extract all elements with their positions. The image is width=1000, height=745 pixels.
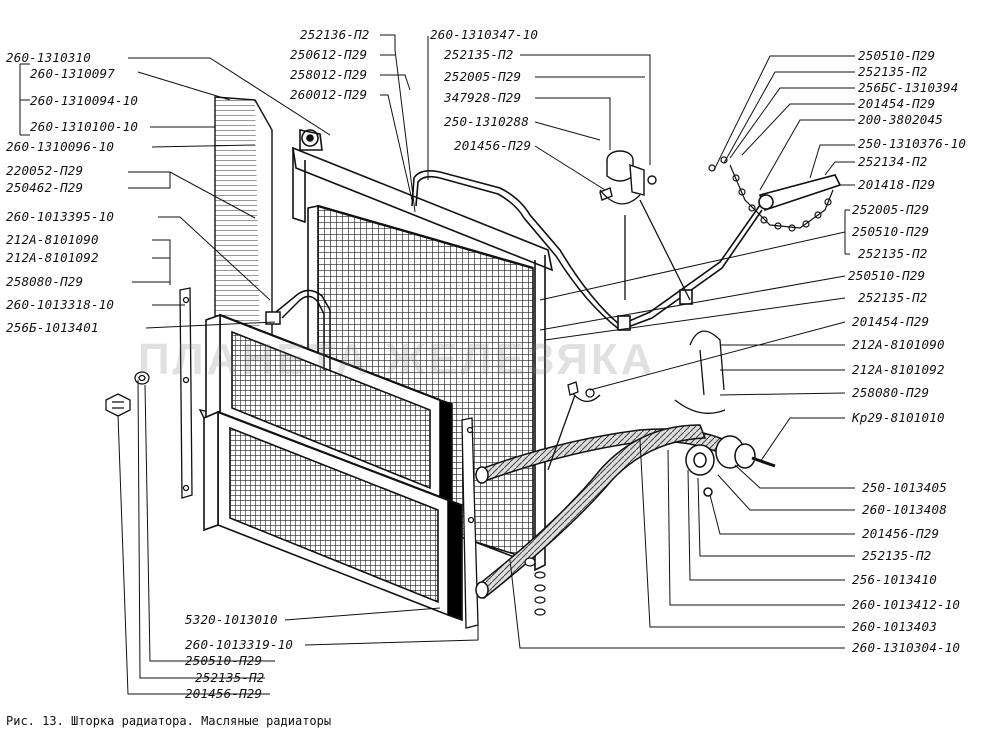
part-label-252135-p2-r13: 252135-П2: [858, 290, 928, 305]
part-label-252136-p2: 252136-П2: [300, 27, 370, 42]
part-label-250-1013405: 250-1013405: [862, 480, 947, 495]
part-label-212a-8101092-right: 212А-8101092: [852, 362, 945, 377]
leader-lines: [19, 34, 855, 695]
part-label-250-1310376-10: 250-1310376-10: [858, 136, 967, 151]
part-label-252135-p2-bottom: 252135-П2: [195, 670, 265, 685]
bolt-left: [105, 371, 150, 417]
oil-hoses: [475, 424, 776, 600]
part-label-212a-8101090-right: 212А-8101090: [852, 337, 945, 352]
part-label-260-1310094-10: 260-1310094-10: [30, 93, 139, 108]
part-label-252135-p2-r2: 252135-П2: [858, 64, 928, 79]
part-label-260-1310097: 260-1310097: [30, 66, 115, 81]
bottom-fasteners: [524, 557, 546, 616]
part-label-250-1310288: 250-1310288: [444, 114, 529, 129]
part-label-260-1013318-10: 260-1013318-10: [6, 297, 115, 312]
part-label-201456-p29-bottom: 201456-П29: [185, 686, 263, 701]
part-label-260-1013395-10: 260-1013395-10: [6, 209, 115, 224]
part-label-kr29-8101010: Кр29-8101010: [852, 410, 945, 425]
part-label-250612-p29: 250612-П29: [290, 47, 368, 62]
part-label-5320-1013010: 5320-1013010: [185, 612, 278, 627]
part-label-201454-p29-r14: 201454-П29: [852, 314, 930, 329]
part-label-260-1310100-10: 260-1310100-10: [30, 119, 139, 134]
part-label-201418-p29: 201418-П29: [858, 177, 936, 192]
part-label-212a-8101092-left: 212А-8101092: [6, 250, 99, 265]
part-label-250462-p29: 250462-П29: [6, 180, 84, 195]
part-label-260-1013319-10: 260-1013319-10: [185, 637, 294, 652]
part-label-260-1013403: 260-1013403: [852, 619, 937, 634]
part-label-258080-p29-right: 258080-П29: [852, 385, 930, 400]
part-label-250510-p29-r12: 250510-П29: [848, 268, 926, 283]
part-label-252135-p2-top: 252135-П2: [444, 47, 514, 62]
part-label-200-3802045: 200-3802045: [858, 112, 943, 127]
part-label-201456-p29-right: 201456-П29: [862, 526, 940, 541]
part-label-252005-p29-top: 252005-П29: [444, 69, 522, 84]
part-label-212a-8101090-left: 212А-8101090: [6, 232, 99, 247]
oil-pipe-upper: [265, 289, 331, 370]
figure-caption: Рис. 13. Шторка радиатора. Масляные ради…: [6, 714, 332, 728]
part-label-260-1310310: 260-1310310: [6, 50, 91, 65]
part-label-258012-p29: 258012-П29: [290, 67, 368, 82]
part-label-201456-p29-top: 201456-П29: [454, 138, 532, 153]
part-label-250510-p29-bottom: 250510-П29: [185, 653, 263, 668]
part-label-347928-p29: 347928-П29: [444, 90, 522, 105]
part-label-252005-p29-r9: 252005-П29: [852, 202, 930, 217]
detail-callouts: [547, 189, 726, 471]
part-label-260-1013412-10: 260-1013412-10: [852, 597, 961, 612]
part-label-260-1013408: 260-1013408: [862, 502, 947, 517]
part-label-250510-p29-r10: 250510-П29: [852, 224, 930, 239]
shutter-frame: [292, 129, 554, 572]
oil-cooler-lower: [203, 410, 463, 622]
part-label-220052-p29: 220052-П29: [6, 163, 84, 178]
part-label-252134-p2: 252134-П2: [858, 154, 928, 169]
part-label-252135-p2-r11: 252135-П2: [858, 246, 928, 261]
part-label-260012-p29: 260012-П29: [290, 87, 368, 102]
part-label-260-1310304-10: 260-1310304-10: [852, 640, 961, 655]
part-label-256bs-1310394: 256БС-1310394: [858, 80, 959, 95]
part-label-256b-1013401: 256Б-1013401: [6, 320, 99, 335]
part-label-260-1310347-10: 260-1310347-10: [430, 27, 539, 42]
part-label-260-1310096-10: 260-1310096-10: [6, 139, 115, 154]
cable-clamp: [599, 150, 657, 201]
mounting-brackets: [179, 287, 479, 629]
part-label-250510-p29-r1: 250510-П29: [858, 48, 936, 63]
part-label-258080-p29-left: 258080-П29: [6, 274, 84, 289]
part-label-256-1013410: 256-1013410: [852, 572, 937, 587]
part-label-252135-p2-r22: 252135-П2: [862, 548, 932, 563]
part-label-201454-p29-r4: 201454-П29: [858, 96, 936, 111]
